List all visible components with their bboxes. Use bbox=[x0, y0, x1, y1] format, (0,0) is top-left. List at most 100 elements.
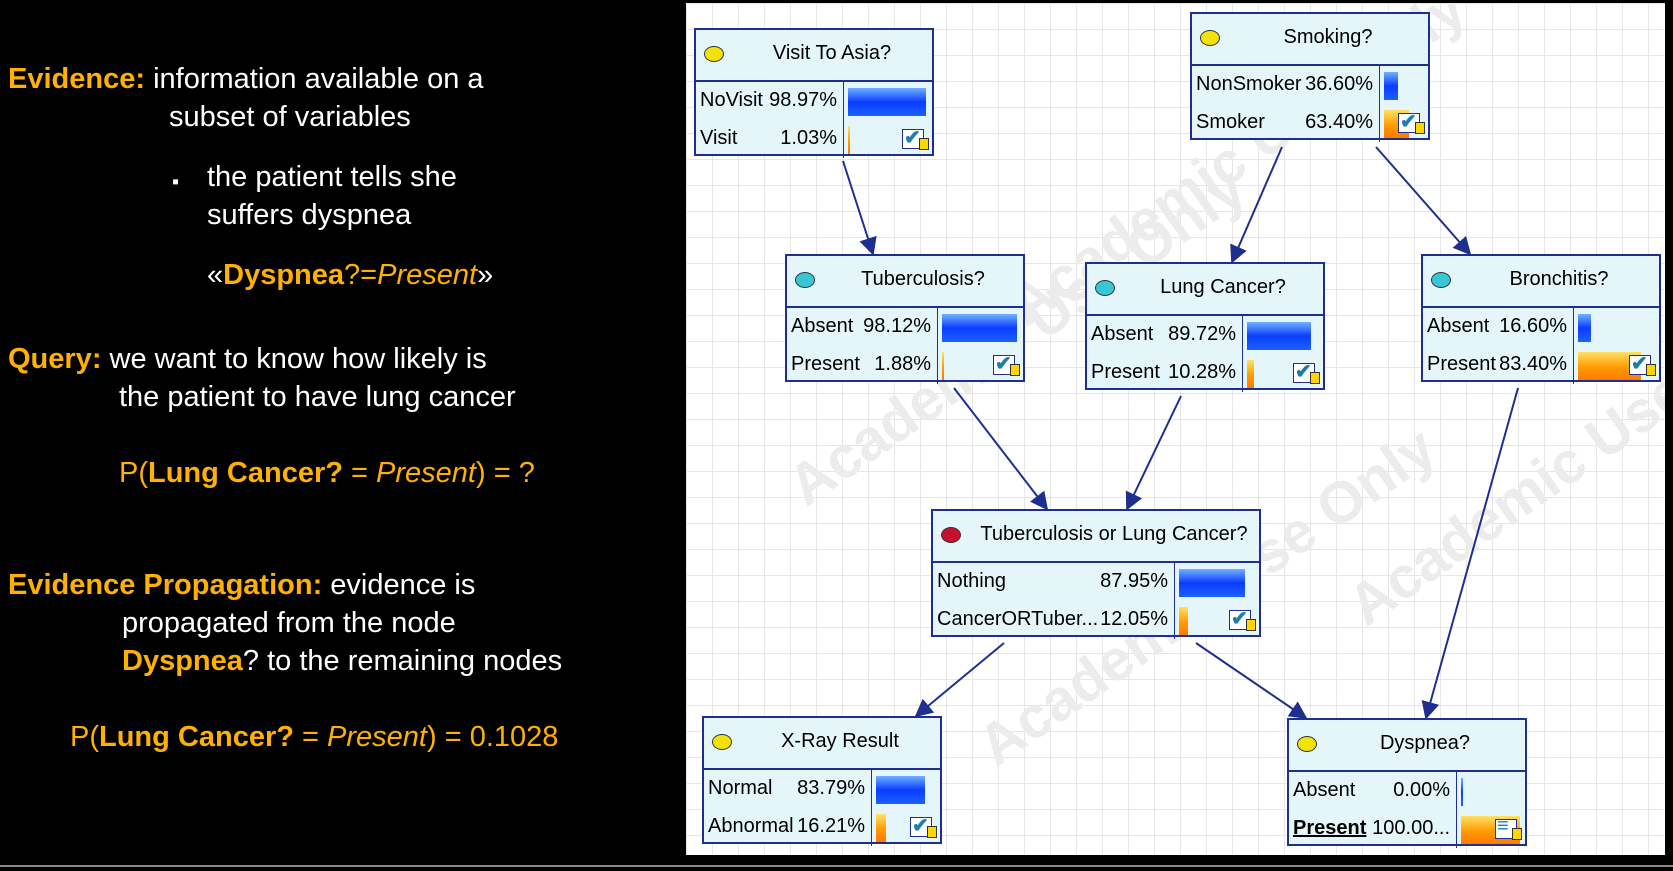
query-line-2: the patient to have lung cancer bbox=[119, 381, 516, 413]
probability-bar bbox=[848, 88, 926, 116]
evidence-text: information available on a bbox=[153, 63, 484, 95]
node-title: Tuberculosis or Lung Cancer? bbox=[980, 523, 1248, 545]
r-p: P( bbox=[70, 721, 99, 753]
corner-marker-icon bbox=[1310, 372, 1320, 384]
probability-bar-cell bbox=[1174, 601, 1259, 639]
node-check-icon[interactable]: ✔ bbox=[1398, 111, 1425, 134]
node-state-oval-icon bbox=[1297, 736, 1317, 752]
state-percentage: 89.72% bbox=[1168, 323, 1236, 345]
evidence-line-2: subset of variables bbox=[169, 101, 411, 133]
probability-bar-cell bbox=[843, 82, 932, 120]
query-label: Query: bbox=[8, 343, 102, 375]
bayes-network-canvas[interactable]: Academic Use Only Academic Use Only Acad… bbox=[686, 3, 1665, 855]
probability-bar-cell bbox=[1456, 772, 1525, 810]
propagation-line-2: propagated from the node bbox=[122, 607, 456, 639]
node-check-icon[interactable]: ✔ bbox=[1293, 361, 1320, 384]
edge-smoking-lc bbox=[1230, 146, 1283, 264]
divider bbox=[0, 865, 1673, 867]
q-var: Lung Cancer? bbox=[148, 457, 343, 489]
state-percentage: 98.12% bbox=[863, 315, 931, 337]
node-check-icon[interactable]: ✔ bbox=[1629, 353, 1656, 376]
probability-bar-cell bbox=[843, 120, 932, 158]
bullet-line-2: suffers dyspnea bbox=[207, 199, 412, 231]
node-title: Lung Cancer? bbox=[1160, 276, 1286, 298]
state-label: Normal bbox=[708, 777, 773, 799]
node-header: Lung Cancer? bbox=[1087, 264, 1323, 316]
edge-lc-tborlc bbox=[1125, 395, 1182, 511]
state-percentage: 1.88% bbox=[874, 353, 931, 375]
state-label: Absent bbox=[791, 315, 854, 337]
r-eq: = bbox=[293, 721, 328, 753]
node-title: Visit To Asia? bbox=[772, 42, 892, 64]
probability-bar bbox=[942, 314, 1017, 342]
state-label: Present bbox=[1293, 817, 1367, 839]
node-check-icon[interactable]: ≡ bbox=[1495, 815, 1522, 840]
q-end: ) = ? bbox=[475, 457, 535, 489]
state-label: Smoker bbox=[1196, 111, 1265, 133]
state-label: NonSmoker bbox=[1196, 73, 1302, 95]
checkmark-icon: ✔ bbox=[904, 127, 921, 149]
state-percentage: 63.40% bbox=[1305, 111, 1373, 133]
node-header: Tuberculosis? bbox=[787, 256, 1023, 308]
state-row[interactable]: Smoker 63.40% bbox=[1192, 104, 1428, 142]
node-check-icon[interactable]: ✔ bbox=[902, 127, 929, 150]
prop-var: Dyspnea bbox=[122, 645, 243, 677]
node-state-oval-icon bbox=[941, 527, 961, 543]
probability-bar bbox=[1247, 322, 1311, 350]
state-label: Visit bbox=[700, 127, 738, 149]
checkmark-icon: ✔ bbox=[995, 353, 1012, 375]
state-row[interactable]: Absent 98.12% bbox=[787, 308, 1023, 346]
probability-bar bbox=[1384, 72, 1398, 100]
probability-bar-cell bbox=[1174, 563, 1259, 601]
state-percentage: 98.97% bbox=[769, 89, 837, 111]
node-title: Smoking? bbox=[1283, 26, 1373, 48]
node-check-icon[interactable]: ✔ bbox=[993, 353, 1020, 376]
probability-bar-cell bbox=[871, 770, 940, 808]
probability-bar-cell bbox=[1379, 66, 1428, 104]
checkmark-icon: ✔ bbox=[1231, 608, 1248, 630]
node-header: Smoking? bbox=[1192, 14, 1428, 66]
node-state-oval-icon bbox=[704, 46, 724, 62]
propagation-line-3: Dyspnea? to the remaining nodes bbox=[122, 644, 562, 678]
query-text: we want to know how likely is bbox=[109, 343, 487, 375]
probability-bar bbox=[876, 776, 925, 804]
node-check-icon[interactable]: ✔ bbox=[1229, 608, 1256, 631]
state-row[interactable]: Absent 16.60% bbox=[1423, 308, 1659, 346]
probability-bar-cell bbox=[937, 346, 1023, 384]
checkmark-icon: ✔ bbox=[1295, 361, 1312, 383]
state-row[interactable]: CancerORTuber...12.05% bbox=[933, 601, 1259, 639]
node-check-icon[interactable]: ✔ bbox=[910, 815, 937, 838]
node-header: Dyspnea? bbox=[1289, 720, 1525, 772]
probability-bar-cell bbox=[1242, 354, 1323, 392]
state-label: Absent bbox=[1427, 315, 1490, 337]
probability-bar bbox=[942, 352, 944, 380]
node-title: Bronchitis? bbox=[1509, 268, 1609, 290]
state-label: Present bbox=[1091, 361, 1160, 383]
q-val: Present bbox=[376, 457, 476, 489]
node-state-oval-icon bbox=[712, 734, 732, 750]
state-percentage: 16.60% bbox=[1499, 315, 1567, 337]
prop-text-3: ? to the remaining nodes bbox=[242, 645, 563, 677]
explanation-panel: Evidence: information available on a sub… bbox=[0, 0, 680, 871]
query-line-1: Query: we want to know how likely is bbox=[8, 342, 487, 376]
